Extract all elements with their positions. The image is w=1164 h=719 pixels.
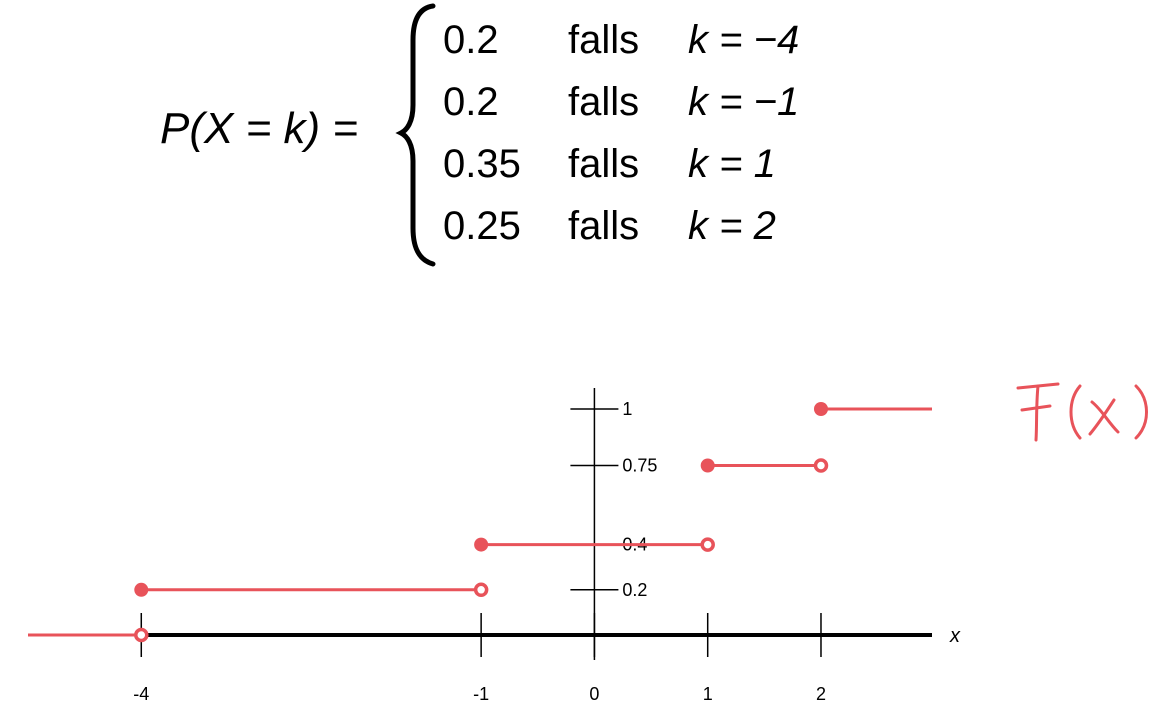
case-condition: k = 2 [688, 204, 776, 248]
open-point [134, 627, 149, 643]
case-probability: 0.35 [443, 142, 521, 186]
closed-point [474, 537, 489, 552]
case-row: 0.2 falls k = −4 [0, 18, 1164, 74]
y-tick-label: 0.75 [622, 456, 657, 476]
x-tick-label: 1 [703, 684, 713, 704]
case-word: falls [568, 142, 640, 186]
closed-point [813, 402, 828, 416]
open-point [813, 458, 829, 473]
formula-lhs: P(X = k) = [160, 104, 359, 153]
case-word: falls [568, 204, 640, 248]
case-probability: 0.2 [443, 80, 499, 124]
left-brace [395, 3, 436, 267]
x-tick-label: -4 [133, 684, 149, 704]
pmf-formula: P(X = k) = 0.2 falls k = −4 0.2 falls k … [0, 0, 1164, 300]
x-axis-label: x [949, 625, 961, 647]
x-tick-label: -1 [473, 684, 489, 704]
case-probability: 0.25 [443, 204, 521, 248]
y-tick-label: 1 [622, 399, 632, 419]
case-word: falls [568, 80, 640, 124]
y-tick-label: 0.2 [622, 580, 647, 600]
case-condition: k = −1 [688, 80, 800, 124]
open-point [473, 582, 489, 598]
case-condition: k = −4 [688, 18, 800, 62]
x-tick-label: 0 [589, 684, 599, 704]
x-tick-label: 2 [816, 684, 826, 704]
case-row: 0.35 falls k = 1 [0, 142, 1164, 198]
open-point [700, 537, 715, 552]
case-probability: 0.2 [443, 18, 499, 62]
handwritten-annotation [1016, 382, 1148, 442]
case-word: falls [568, 18, 640, 62]
case-condition: k = 1 [688, 142, 776, 186]
case-row: 0.25 falls k = 2 [0, 204, 1164, 260]
closed-point [134, 582, 149, 597]
case-row: 0.2 falls k = −1 [0, 80, 1164, 136]
closed-point [700, 458, 715, 473]
